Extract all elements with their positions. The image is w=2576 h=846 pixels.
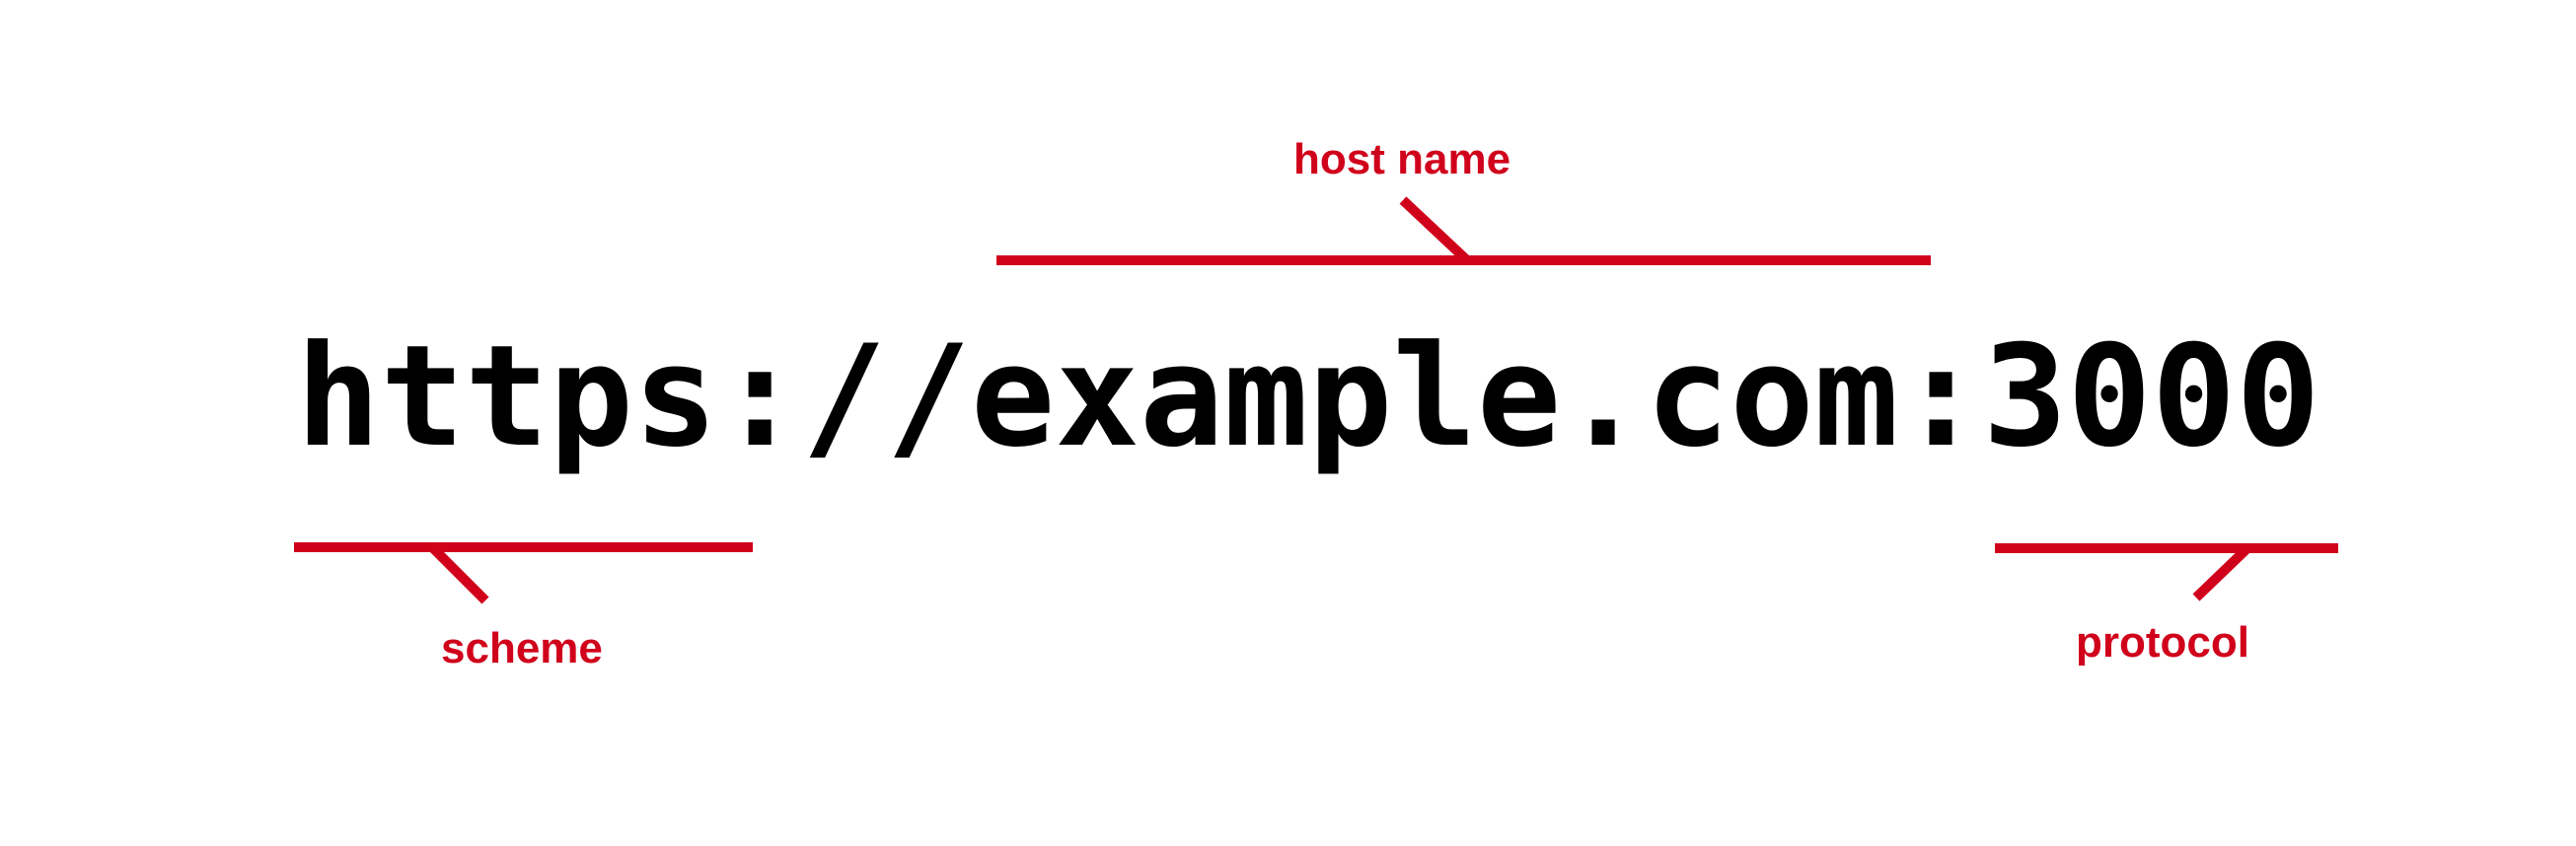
protocol-label: protocol	[2076, 618, 2249, 667]
url-port: :3000	[1898, 316, 2320, 478]
scheme-bracket	[294, 542, 753, 604]
scheme-label: scheme	[441, 624, 603, 672]
url-scheme: https://	[296, 316, 971, 478]
url-text: https://example.com:3000	[296, 327, 2320, 467]
host-name-bracket	[996, 196, 1931, 265]
host-name-label: host name	[1293, 135, 1511, 183]
protocol-bracket	[1995, 543, 2338, 601]
url-host: example.com	[970, 316, 1899, 478]
